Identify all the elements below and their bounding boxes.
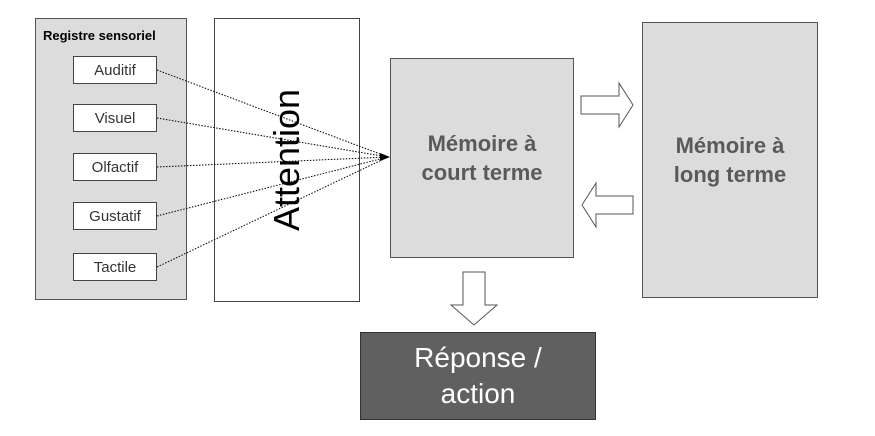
connector-arrowhead <box>380 153 390 161</box>
sensory-register-title: Registre sensoriel <box>43 28 156 43</box>
arrow-to-short-term-icon <box>581 181 634 229</box>
long-term-memory-box: Mémoire à long terme <box>642 22 818 298</box>
sense-auditif: Auditif <box>73 56 157 84</box>
sense-gustatif: Gustatif <box>73 202 157 230</box>
connector-visuel <box>156 117 389 158</box>
response-action-box: Réponse / action <box>360 332 596 420</box>
connector-tactile <box>156 156 389 268</box>
sense-olfactif: Olfactif <box>73 153 157 181</box>
long-term-memory-label: Mémoire à long terme <box>673 133 787 187</box>
arrow-to-response-icon <box>449 271 499 326</box>
sense-tactile: Tactile <box>73 253 157 281</box>
arrow-to-long-term-icon <box>580 81 634 129</box>
sense-visuel: Visuel <box>73 104 157 132</box>
response-action-label: Réponse / action <box>414 342 542 409</box>
connector-olfactif <box>156 156 389 168</box>
short-term-memory-box: Mémoire à court terme <box>390 58 574 258</box>
attention-box <box>214 18 360 302</box>
connector-gustatif <box>156 156 389 217</box>
short-term-memory-label: Mémoire à court terme <box>421 131 543 185</box>
connector-auditif <box>156 69 389 158</box>
